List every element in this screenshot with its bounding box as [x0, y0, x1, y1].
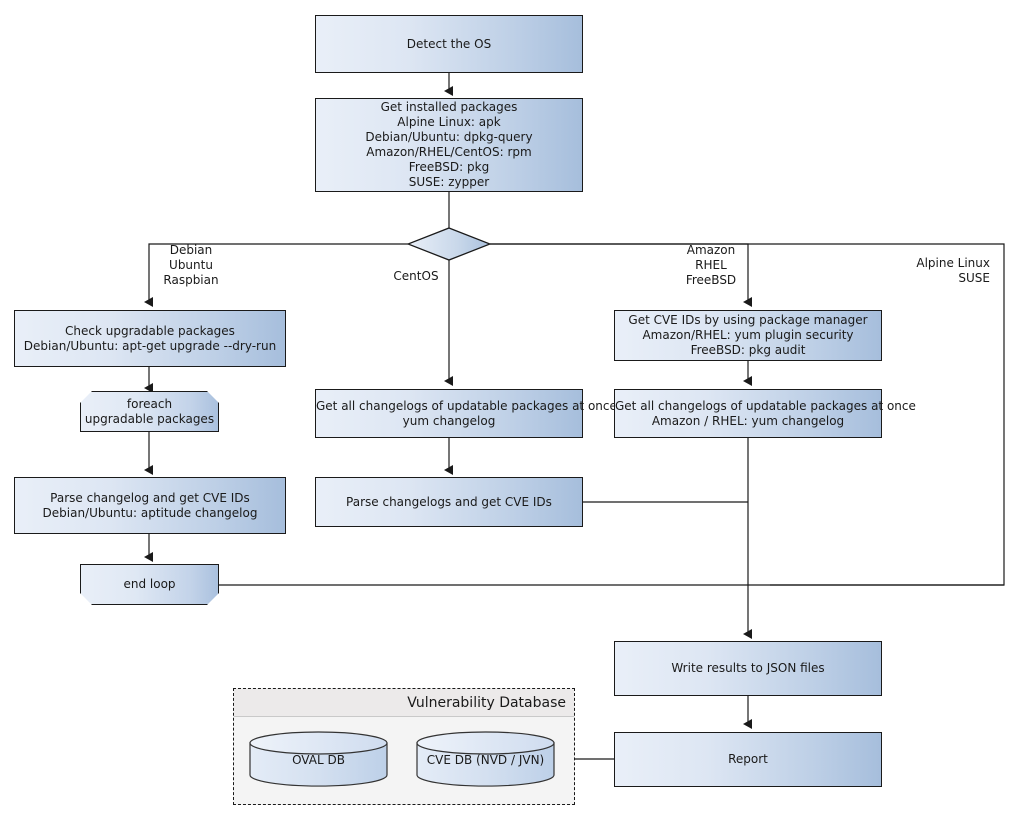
node-get-cve-ids-package-manager-label: Get CVE IDs by using package manager Ama… — [628, 313, 868, 357]
node-foreach-loop-start-label: foreach upgradable packages — [84, 396, 215, 426]
node-parse-changelog-debian[interactable]: Parse changelog and get CVE IDs Debian/U… — [14, 477, 286, 534]
db-cve[interactable]: CVE DB (NVD / JVN) — [416, 731, 555, 787]
node-get-changelogs-amazon[interactable]: Get all changelogs of updatable packages… — [614, 389, 916, 438]
edge-label-alpine: Alpine Linux SUSE — [916, 256, 990, 285]
node-report[interactable]: Report — [614, 732, 882, 787]
db-oval[interactable]: OVAL DB — [249, 731, 388, 787]
group-title-bar: Vulnerability Database — [234, 689, 574, 717]
node-end-loop-label: end loop — [123, 577, 176, 591]
edge-label-centos: CentOS — [393, 269, 439, 283]
node-get-installed-packages-label: Get installed packages Alpine Linux: apk… — [365, 100, 533, 189]
node-get-changelogs-centos-label: Get all changelogs of updatable packages… — [316, 398, 617, 428]
node-check-upgradable-packages[interactable]: Check upgradable packages Debian/Ubuntu:… — [14, 310, 286, 367]
node-detect-os[interactable]: Detect the OS — [315, 15, 583, 73]
node-os-decision[interactable] — [406, 227, 492, 261]
edge-label-amazon: Amazon RHEL FreeBSD — [685, 243, 737, 287]
node-parse-changelogs-centos-label: Parse changelogs and get CVE IDs — [346, 494, 552, 509]
node-get-cve-ids-package-manager[interactable]: Get CVE IDs by using package manager Ama… — [614, 310, 882, 361]
node-detect-os-label: Detect the OS — [406, 36, 492, 51]
node-write-results-json[interactable]: Write results to JSON files — [614, 641, 882, 696]
node-check-upgradable-packages-label: Check upgradable packages Debian/Ubuntu:… — [23, 323, 277, 353]
node-get-installed-packages[interactable]: Get installed packages Alpine Linux: apk… — [315, 98, 583, 192]
node-parse-changelogs-centos[interactable]: Parse changelogs and get CVE IDs — [315, 477, 583, 527]
node-foreach-loop-start[interactable]: foreach upgradable packages — [80, 391, 219, 432]
node-report-label: Report — [728, 752, 768, 766]
node-parse-changelog-debian-label: Parse changelog and get CVE IDs Debian/U… — [42, 490, 258, 520]
edge-label-debian: Debian Ubuntu Raspbian — [163, 243, 219, 287]
node-write-results-json-label: Write results to JSON files — [671, 661, 825, 675]
node-end-loop[interactable]: end loop — [80, 564, 219, 605]
node-get-changelogs-amazon-label: Get all changelogs of updatable packages… — [615, 398, 916, 428]
group-title: Vulnerability Database — [407, 694, 566, 711]
node-get-changelogs-centos[interactable]: Get all changelogs of updatable packages… — [315, 389, 617, 438]
